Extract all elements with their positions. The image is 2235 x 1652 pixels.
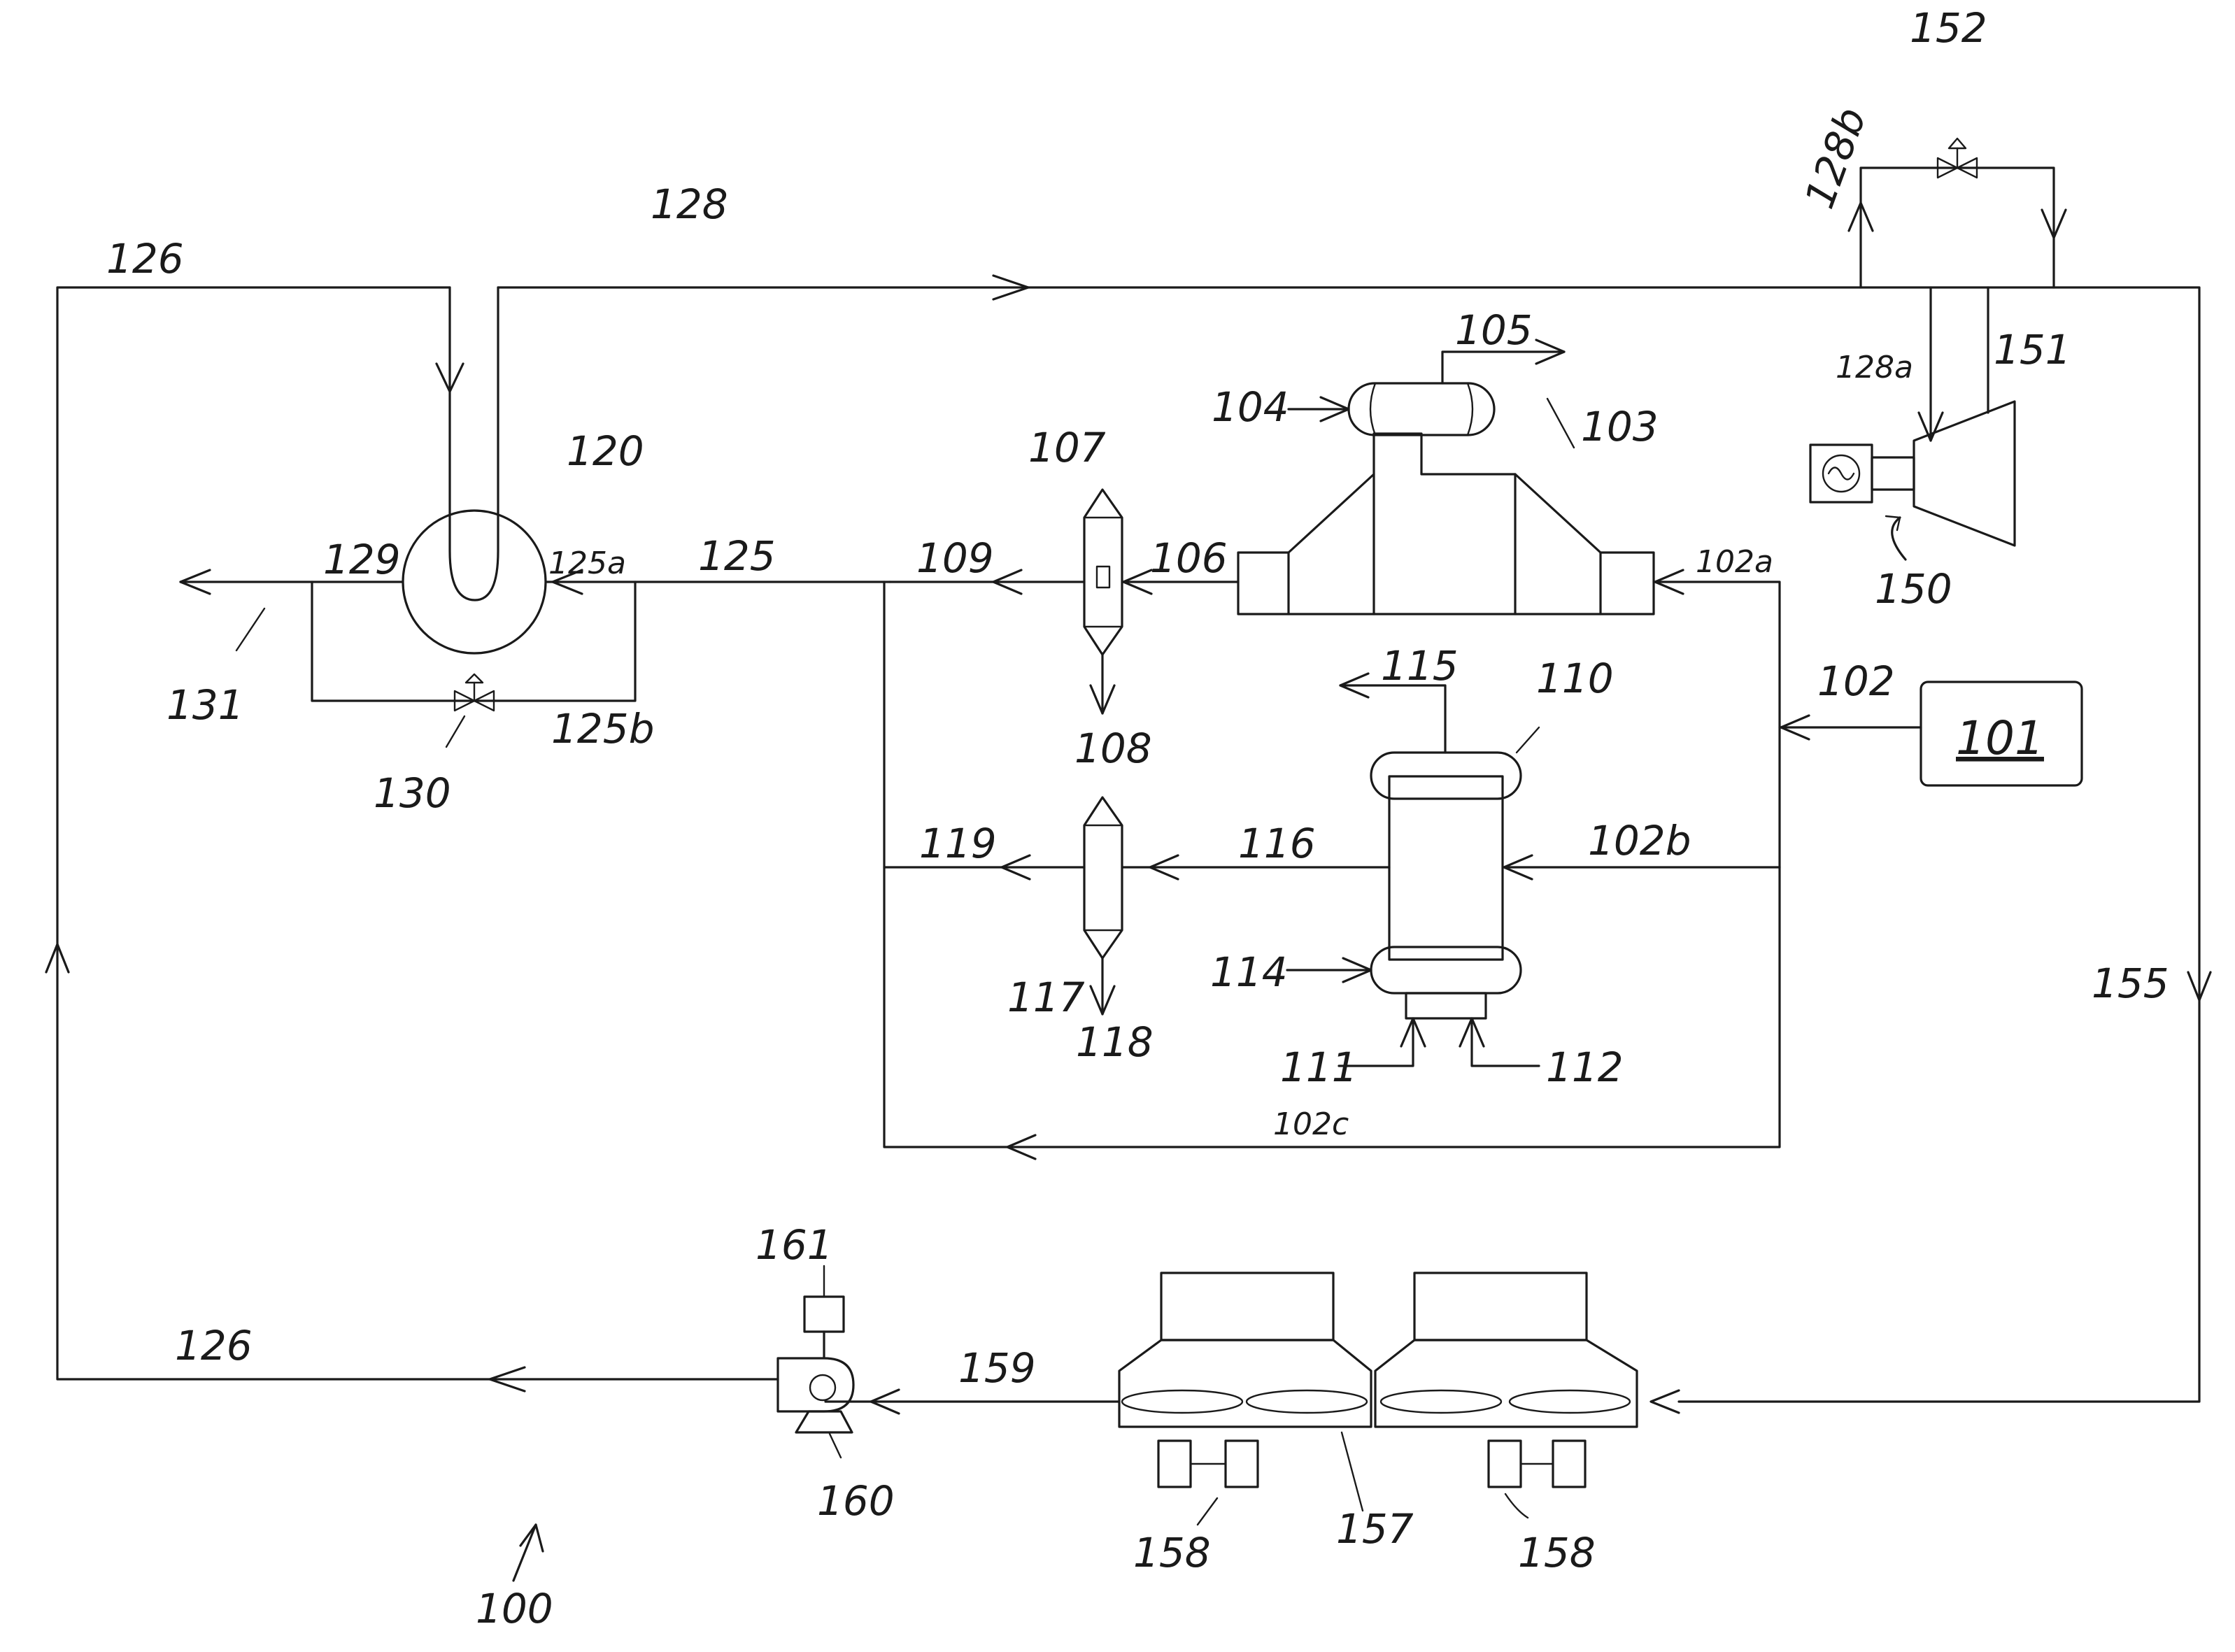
label-130: 130 — [374, 769, 451, 817]
separator-107 — [1084, 490, 1122, 655]
leader-158-left — [1198, 1498, 1217, 1525]
label-120: 120 — [567, 427, 644, 475]
reactor-110-bottom-cap — [1371, 947, 1521, 993]
stream-105-line — [1442, 352, 1564, 383]
turbine-shaft — [1872, 457, 1914, 490]
label-159: 159 — [958, 1344, 1036, 1392]
chiller-157-left — [1119, 1273, 1371, 1487]
pump-160-casing — [778, 1358, 853, 1411]
chiller-right-top — [1414, 1273, 1587, 1340]
leader-160 — [830, 1434, 841, 1458]
label-110: 110 — [1536, 655, 1614, 702]
label-118: 118 — [1076, 1018, 1154, 1066]
separator-107-inner — [1097, 567, 1109, 588]
chiller-left-top — [1161, 1273, 1333, 1340]
label-128: 128 — [651, 180, 728, 228]
reference-arrow-100 — [513, 1525, 536, 1581]
label-125b: 125b — [551, 705, 655, 753]
label-150: 150 — [1875, 565, 1952, 613]
label-106: 106 — [1150, 534, 1228, 582]
leader-130 — [446, 716, 464, 747]
pump-160-impeller — [810, 1375, 835, 1400]
leader-103 — [1547, 399, 1574, 448]
turbine-151 — [1914, 401, 2015, 546]
leader-110 — [1517, 727, 1539, 753]
label-100: 100 — [476, 1585, 553, 1632]
drum-104-left-cap — [1370, 383, 1375, 435]
reactor-103-body — [1238, 434, 1654, 614]
stream-128b-line — [1861, 168, 2054, 287]
label-125: 125 — [698, 532, 776, 580]
label-115: 115 — [1381, 642, 1459, 690]
label-125a: 125a — [548, 546, 626, 581]
separator-117 — [1084, 797, 1122, 958]
chiller-left-motor-b — [1226, 1441, 1258, 1487]
leader-131 — [236, 608, 264, 650]
stream-115-line — [1340, 685, 1445, 753]
label-157: 157 — [1336, 1505, 1414, 1553]
label-126-top: 126 — [106, 235, 184, 283]
label-102: 102 — [1817, 657, 1895, 705]
label-152: 152 — [1910, 4, 1987, 52]
label-104: 104 — [1212, 383, 1289, 431]
stream-126-line — [57, 287, 778, 1379]
label-158-left: 158 — [1133, 1529, 1211, 1576]
label-161: 161 — [755, 1221, 833, 1269]
chiller-right-motor-b — [1553, 1441, 1585, 1487]
label-131: 131 — [166, 681, 244, 729]
heat-exchanger-120 — [403, 511, 546, 653]
stream-128-line — [498, 287, 2199, 1402]
chiller-right-motor-a — [1489, 1441, 1521, 1487]
leader-158-right — [1505, 1494, 1528, 1518]
chiller-157-right — [1375, 1273, 1637, 1487]
label-114: 114 — [1210, 948, 1288, 996]
label-116: 116 — [1238, 820, 1316, 867]
leader-157 — [1342, 1432, 1363, 1511]
label-102a: 102a — [1696, 544, 1773, 580]
label-158-right: 158 — [1518, 1529, 1596, 1576]
label-160: 160 — [817, 1477, 895, 1525]
arrow-into-chiller — [1651, 1390, 1679, 1413]
label-155: 155 — [2092, 960, 2169, 1007]
label-105: 105 — [1455, 306, 1533, 354]
chiller-right-hood — [1375, 1340, 1637, 1427]
label-107: 107 — [1028, 424, 1106, 471]
reactor-110-base — [1406, 993, 1486, 1018]
chiller-right-fan-b — [1510, 1390, 1630, 1413]
heat-exchanger-u-tube — [450, 287, 498, 600]
label-129: 129 — [323, 536, 401, 583]
chiller-right-fan-a — [1381, 1390, 1501, 1413]
throttle-valve-152-cap — [1949, 138, 1966, 148]
label-119: 119 — [919, 820, 997, 867]
label-101: 101 — [1956, 711, 2044, 765]
label-102b: 102b — [1588, 817, 1691, 864]
label-111: 111 — [1280, 1044, 1358, 1091]
chiller-left-motor-a — [1158, 1441, 1191, 1487]
generator-150-sine — [1829, 468, 1854, 480]
chiller-left-hood — [1119, 1340, 1371, 1427]
label-126-bottom: 126 — [175, 1322, 253, 1369]
pump-160-base — [796, 1411, 852, 1432]
label-128a: 128a — [1836, 350, 1913, 385]
drum-104-right-cap — [1468, 383, 1473, 435]
label-103: 103 — [1581, 403, 1659, 450]
label-151: 151 — [1994, 326, 2071, 373]
label-128b: 128b — [1796, 101, 1875, 215]
label-117: 117 — [1007, 974, 1085, 1021]
label-102c: 102c — [1273, 1106, 1349, 1142]
chiller-left-fan-a — [1122, 1390, 1242, 1413]
chiller-left-fan-b — [1247, 1390, 1367, 1413]
bypass-valve-130-cap — [466, 674, 483, 683]
pump-160-motor-161 — [804, 1297, 844, 1332]
label-112: 112 — [1546, 1044, 1624, 1091]
label-108: 108 — [1074, 725, 1152, 772]
reactor-110-body — [1389, 776, 1503, 960]
label-109: 109 — [916, 534, 994, 582]
